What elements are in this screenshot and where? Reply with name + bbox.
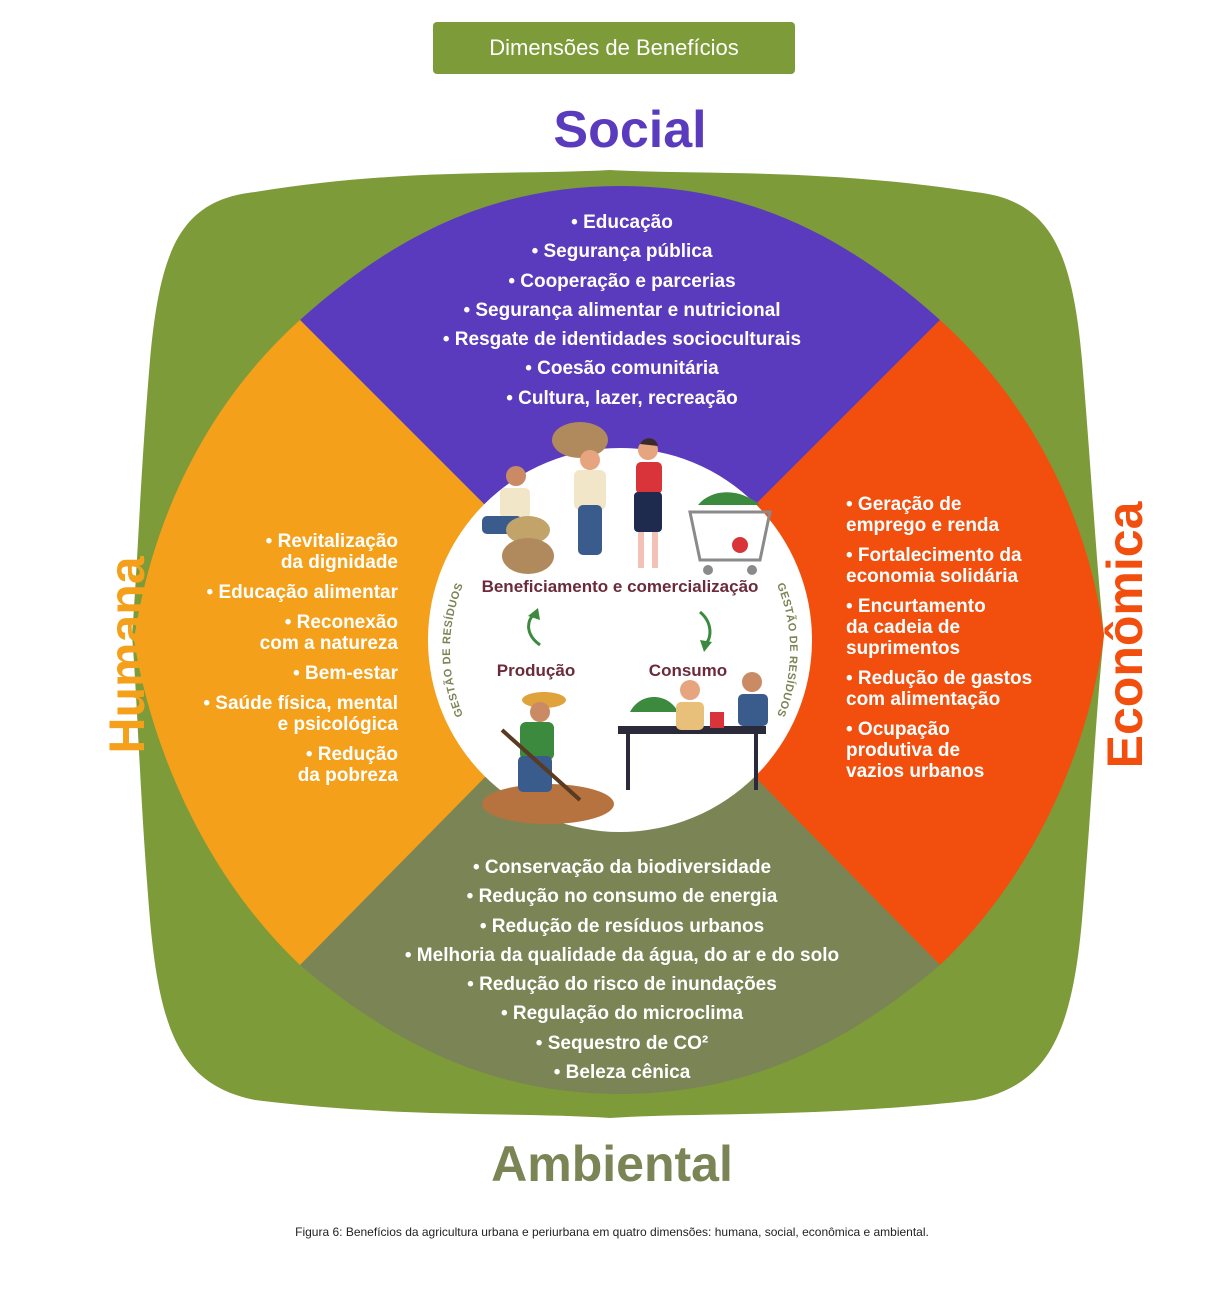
- humana-benefits-list: • Revitalização da dignidade • Educação …: [150, 531, 398, 795]
- humana-dimension-title: Humana: [97, 556, 157, 753]
- list-item: • Resgate de identidades socioculturais: [442, 329, 802, 351]
- ambiental-quadrant: [300, 640, 940, 1094]
- cycle-arrow-down: [698, 610, 712, 652]
- couple-dining-illustration: [618, 672, 768, 790]
- list-item: • Redução no consumo de energia: [466, 886, 778, 908]
- list-item: • Geração de emprego e renda: [846, 494, 1000, 536]
- list-item: • Segurança pública: [531, 241, 713, 263]
- cycle-left-label: Produção: [497, 661, 575, 680]
- list-item: • Reconexão com a natureza: [259, 612, 398, 654]
- cycle-arrow-up: [527, 608, 541, 647]
- list-item: • Cooperação e parcerias: [508, 270, 736, 292]
- economica-benefits-list: • Geração de emprego e renda • Fortaleci…: [846, 494, 1086, 791]
- list-item: • Segurança alimentar e nutricional: [463, 299, 781, 321]
- list-item: • Revitalização da dignidade: [265, 531, 398, 573]
- list-item: • Conservação da biodiversidade: [472, 857, 772, 878]
- ambiental-dimension-title: Ambiental: [491, 1136, 733, 1192]
- list-item: • Regulação do microclima: [500, 1003, 744, 1025]
- social-quadrant: [300, 186, 940, 640]
- economica-dimension-title: Econômica: [1095, 502, 1155, 769]
- humana-title-text: Humana: [99, 556, 155, 754]
- cycle-right-label: Consumo: [649, 661, 727, 680]
- list-item: • Beleza cênica: [553, 1062, 691, 1084]
- cycle-top-label: Beneficiamento e comercialização: [482, 577, 759, 596]
- diagram-title-box: Dimensões de Benefícios: [433, 22, 795, 74]
- list-item: • Fortalecimento da economia solidária: [846, 545, 1022, 587]
- economica-title-text: Econômica: [1097, 501, 1153, 769]
- farmer-with-rake-illustration: [482, 692, 614, 824]
- list-item: • Redução da pobreza: [297, 744, 398, 786]
- list-item: • Redução do risco de inundações: [467, 974, 777, 996]
- list-item: • Redução de resíduos urbanos: [479, 915, 765, 937]
- list-item: • Ocupação produtiva de vazios urbanos: [846, 719, 985, 782]
- list-item: • Educação: [571, 212, 673, 233]
- ambiental-benefits-list: • Conservação da biodiversidade • Reduçã…: [312, 853, 932, 1087]
- woman-shopper-illustration: [634, 438, 662, 568]
- humana-quadrant: [134, 320, 620, 965]
- social-dimension-title: Social: [553, 101, 707, 159]
- list-item: • Melhoria da qualidade da água, do ar e…: [404, 944, 840, 966]
- worker-with-basket-illustration: [482, 466, 554, 574]
- social-benefits-list: • Educação • Segurança pública • Coopera…: [312, 208, 932, 413]
- shopping-cart-illustration: [688, 492, 772, 575]
- list-item: • Redução de gastos com alimentação: [846, 668, 1033, 710]
- worker-carrying-sack-illustration: [552, 422, 608, 555]
- figure-caption: Figura 6: Benefícios da agricultura urba…: [295, 1225, 929, 1239]
- list-item: • Encurtamento da cadeia de suprimentos: [846, 596, 986, 659]
- list-item: • Cultura, lazer, recreação: [506, 387, 738, 409]
- list-item: • Saúde física, mental e psicológica: [203, 693, 398, 735]
- economica-quadrant: [620, 320, 1104, 965]
- list-item: • Bem-estar: [293, 663, 398, 684]
- list-item: • Sequestro de CO²: [535, 1032, 709, 1054]
- list-item: • Educação alimentar: [206, 582, 398, 603]
- list-item: • Coesão comunitária: [525, 358, 719, 380]
